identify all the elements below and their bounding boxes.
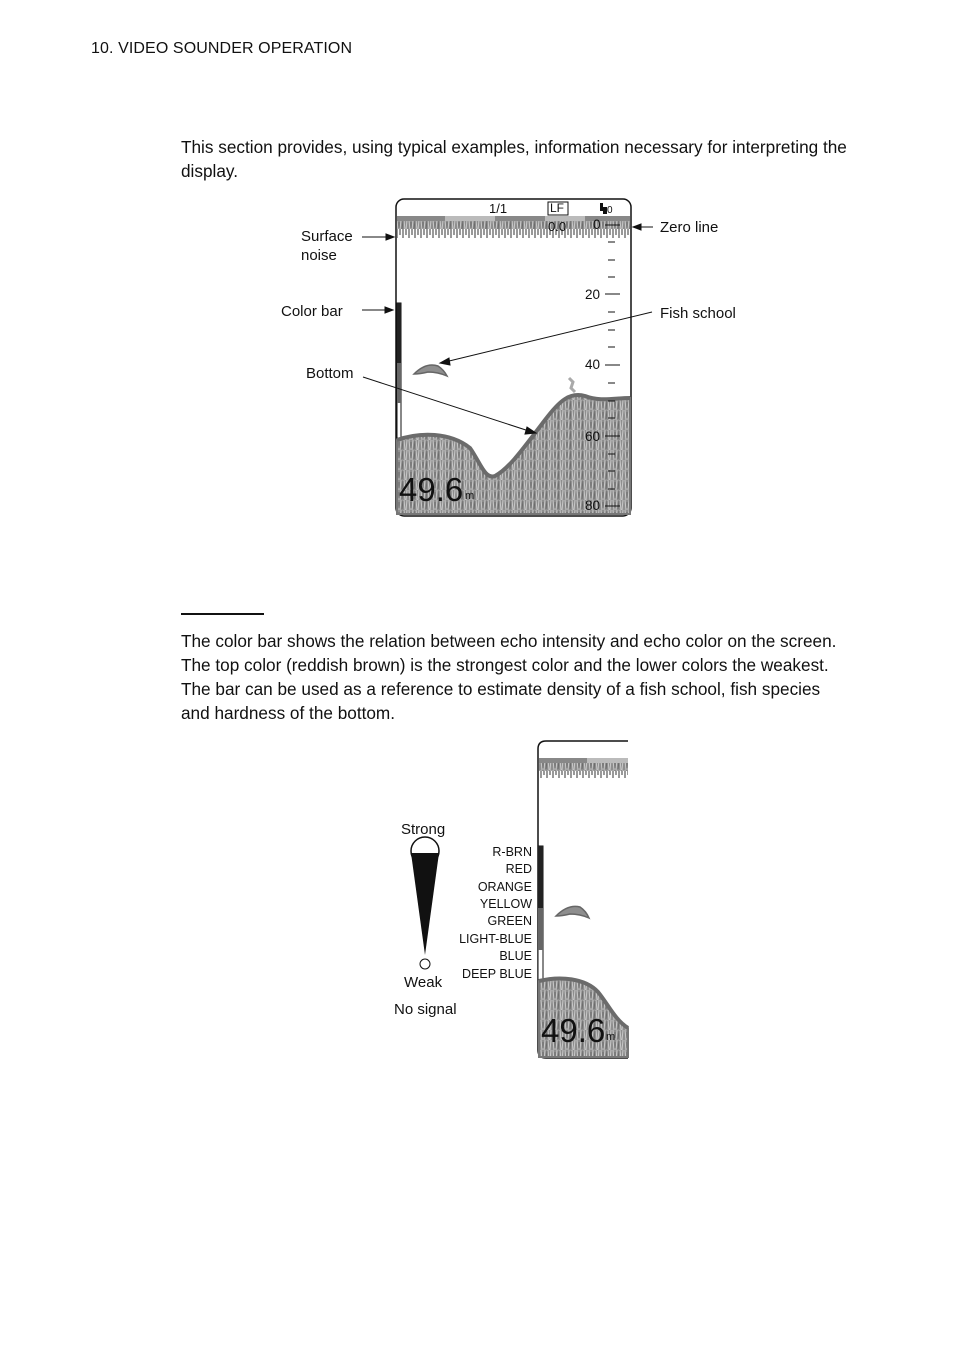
colorbar-paragraph: The color bar shows the relation between… <box>181 631 837 723</box>
color-label-green: GREEN <box>487 914 532 928</box>
depth-label-60: 60 <box>585 429 601 444</box>
depth-label-20: 20 <box>585 287 601 302</box>
depth-label-40: 40 <box>585 357 601 372</box>
callout-leaders <box>362 223 653 435</box>
fish-school-echo <box>412 364 449 378</box>
depth-label-0: 0 <box>593 217 601 232</box>
color-bar-figure <box>410 740 630 1059</box>
depth-scale-ticks <box>605 224 620 507</box>
lf-box <box>547 201 569 216</box>
scale-top-value: 0 <box>607 205 613 216</box>
callout-zero-line: Zero line <box>660 219 719 236</box>
intensity-wedge <box>411 853 439 955</box>
echo-display-figure <box>362 198 653 517</box>
range-indicator: 1/1 <box>489 201 508 216</box>
weak-label: Weak <box>404 974 443 991</box>
page-header: 10. VIDEO SOUNDER OPERATION <box>91 40 353 57</box>
callout-bottom: Bottom <box>306 365 354 382</box>
frequency-label: LF <box>550 201 565 215</box>
callout-surface-noise: Surface noise <box>301 228 353 264</box>
color-label-yellow: YELLOW <box>479 897 532 911</box>
section-underline <box>181 613 264 615</box>
color-label-deep-blue: DEEP BLUE <box>462 967 532 981</box>
depth-unit-2: m <box>606 1031 616 1043</box>
no-signal-label: No signal <box>394 1001 457 1018</box>
surface-noise-band <box>397 221 630 229</box>
callout-fish-school: Fish school <box>660 305 736 322</box>
intro-paragraph: This section provides, using typical exa… <box>181 137 847 181</box>
surface-tick-band <box>397 229 630 238</box>
weak-circle <box>419 958 431 970</box>
depth-unit: m <box>465 490 475 502</box>
status-strip <box>397 216 630 221</box>
color-label-orange: ORANGE <box>477 880 532 894</box>
color-label-red: RED <box>505 862 532 876</box>
color-label-light-blue: LIGHT-BLUE <box>459 932 532 946</box>
fish-school-echo-2 <box>554 905 591 920</box>
color-label-r-brn: R-BRN <box>492 845 532 859</box>
callout-color-bar: Color bar <box>281 303 343 320</box>
color-label-blue: BLUE <box>499 949 532 963</box>
depth-reading-2: 49.6 <box>541 1012 606 1049</box>
shift-value: 0.0 <box>548 219 567 234</box>
depth-label-80: 80 <box>585 498 601 513</box>
depth-reading: 49.6 <box>399 471 464 508</box>
strong-label: Strong <box>401 821 446 838</box>
zoom-indicator-icon <box>600 203 607 214</box>
